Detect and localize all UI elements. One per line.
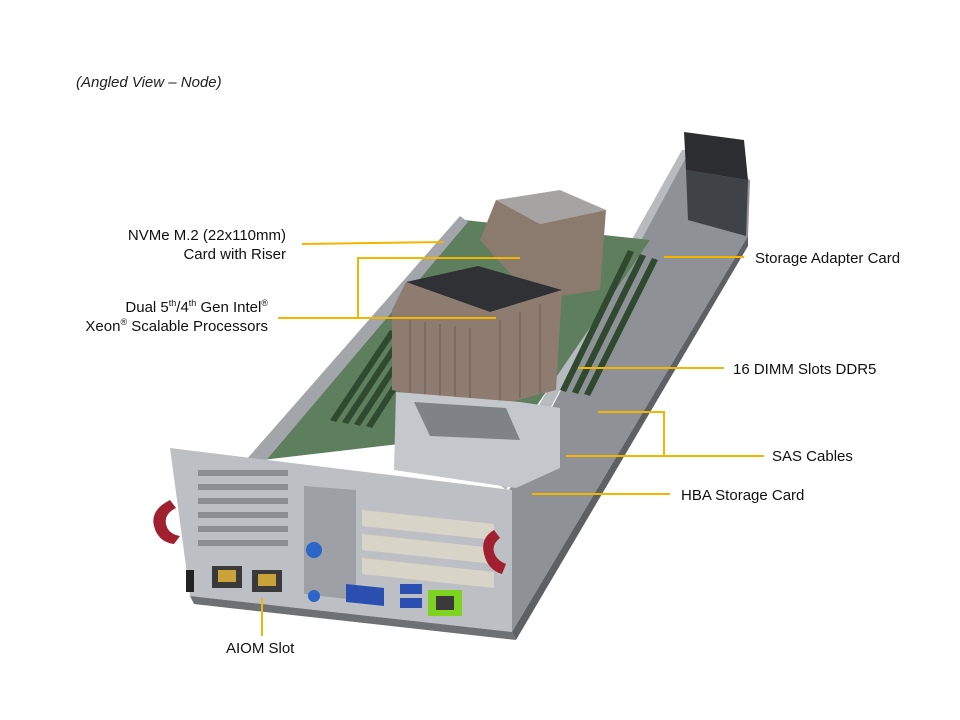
label-sas: SAS Cables <box>772 448 853 465</box>
callout-sas <box>598 411 764 457</box>
callout-lines <box>261 241 764 636</box>
riser-cage-opening <box>414 402 520 440</box>
label-cpu-line2: Xeon® Scalable Processors <box>85 317 268 336</box>
release-latch <box>186 570 194 592</box>
callout-nvme <box>301 241 445 245</box>
pcie-bracket <box>304 486 356 600</box>
label-nvme-line2: Card with Riser <box>183 246 286 263</box>
label-nvme-line1: NVMe M.2 (22x110mm) <box>127 227 286 244</box>
thumbscrew-icon <box>308 590 320 602</box>
chassis-left-wall <box>246 216 468 470</box>
right-handle-icon <box>483 530 506 574</box>
rear-io-panel-shade <box>190 596 516 640</box>
dimm-bank-right <box>560 250 658 396</box>
thumbscrew-icon <box>306 542 322 558</box>
usb-port-icon <box>400 598 422 608</box>
heatsink-rear-fins <box>480 200 606 300</box>
usb-port-icon <box>400 584 422 594</box>
label-nvme: NVMe M.2 (22x110mm) Card with Riser <box>100 226 286 264</box>
chassis-side-panel <box>508 150 750 632</box>
view-caption: (Angled View – Node) <box>76 74 222 91</box>
callout-cpu-bracket <box>357 257 520 318</box>
label-aiom: AIOM Slot <box>226 640 295 657</box>
label-hba: HBA Storage Card <box>681 487 805 504</box>
label-dimm: 16 DIMM Slots DDR5 <box>733 361 877 378</box>
heatsink-fin-lines <box>409 304 541 408</box>
psu-face <box>686 170 748 236</box>
label-storage-adapter: Storage Adapter Card <box>755 250 901 267</box>
label-cpu-line1: Dual 5th/4th Gen Intel® <box>125 298 268 317</box>
left-handle-icon <box>153 500 180 544</box>
vent-grid-left <box>198 470 288 546</box>
psu-block <box>684 132 748 180</box>
heatsink-front-top <box>406 266 562 312</box>
label-cpu: Dual 5th/4th Gen Intel® Xeon® Scalable P… <box>60 298 268 336</box>
pcie-slot-covers <box>362 510 494 588</box>
heatsink-rear-top <box>496 190 606 224</box>
chassis-side-shade <box>512 236 748 640</box>
vga-port-icon <box>346 584 384 606</box>
